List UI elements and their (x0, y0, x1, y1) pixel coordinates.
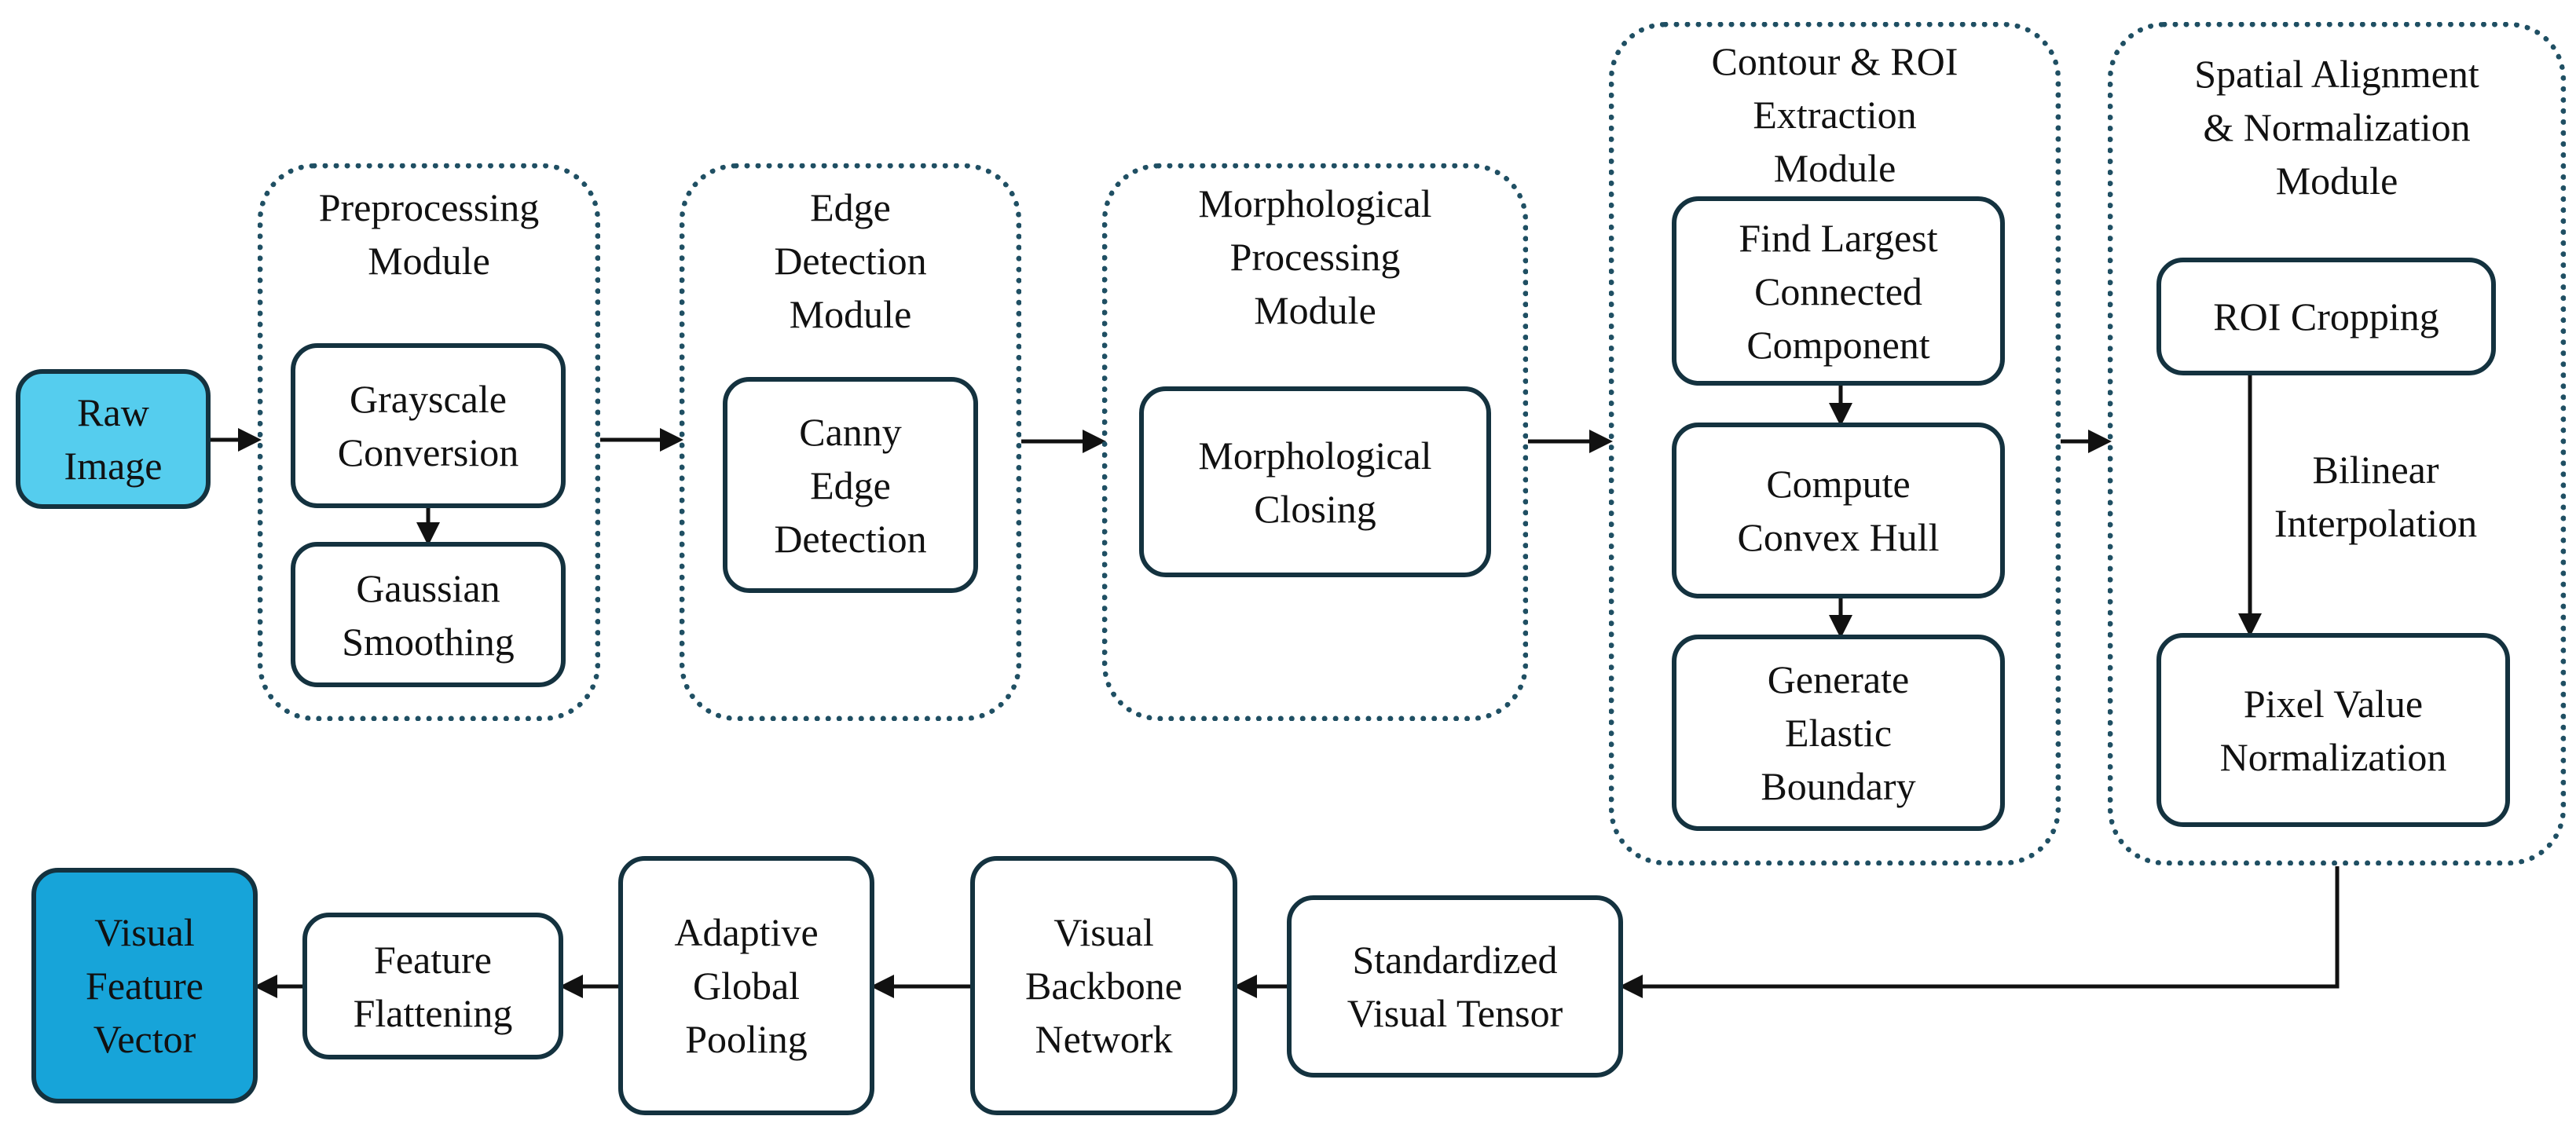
roi-cropping-node: ROI Cropping (2156, 258, 2496, 375)
bilinear-interpolation-label: Bilinear Interpolation (2274, 448, 2478, 545)
feature-flattening-node: Feature Flattening (302, 913, 563, 1059)
gaussian-smoothing-label: Gaussian Smoothing (342, 565, 515, 664)
contour-roi-extraction-module (1609, 22, 2061, 865)
spatial-alignment-module (2108, 22, 2566, 865)
generate-elastic-boundary-node: Generate Elastic Boundary (1672, 635, 2005, 831)
visual-backbone-network-node: Visual Backbone Network (970, 856, 1237, 1115)
edge-detection-module-title: Edge Detection Module (774, 185, 927, 336)
contour-roi-extraction-module-title: Contour & ROI Extraction Module (1711, 39, 1959, 190)
compute-convex-hull-node: Compute Convex Hull (1672, 423, 2005, 598)
standardized-visual-tensor-node: Standardized Visual Tensor (1287, 895, 1623, 1078)
preprocessing-module (258, 163, 600, 721)
raw-image-label: Raw Image (64, 390, 163, 488)
gaussian-smoothing-node: Gaussian Smoothing (291, 542, 566, 687)
feature-flattening-label: Feature Flattening (353, 937, 513, 1035)
morphological-closing-node: Morphological Closing (1139, 386, 1491, 577)
morphological-processing-module-title: Morphological Processing Module (1198, 181, 1432, 332)
pixel-value-normalization-label: Pixel Value Normalization (2219, 681, 2447, 779)
edge-detection-module (680, 163, 1021, 721)
grayscale-conversion-label: Grayscale Conversion (337, 377, 519, 474)
find-largest-component-label: Find Largest Connected Component (1739, 215, 1938, 367)
standardized-visual-tensor-label: Standardized Visual Tensor (1347, 938, 1563, 1035)
find-largest-component-node: Find Largest Connected Component (1672, 196, 2005, 386)
canny-edge-detection-label: Canny Edge Detection (774, 409, 927, 561)
visual-feature-vector-label: Visual Feature Vector (86, 910, 203, 1061)
raw-image-node: Raw Image (16, 369, 211, 509)
visual-feature-vector-node: Visual Feature Vector (31, 868, 258, 1103)
adaptive-global-pooling-label: Adaptive Global Pooling (674, 910, 819, 1061)
preprocessing-module-title: Preprocessing Module (318, 185, 540, 283)
canny-edge-detection-node: Canny Edge Detection (723, 377, 978, 593)
roi-cropping-label: ROI Cropping (2213, 295, 2439, 338)
generate-elastic-boundary-label: Generate Elastic Boundary (1761, 657, 1916, 808)
visual-backbone-network-label: Visual Backbone Network (1025, 910, 1182, 1061)
grayscale-conversion-node: Grayscale Conversion (291, 343, 566, 508)
morphological-closing-label: Morphological Closing (1198, 433, 1432, 531)
morphological-processing-module (1102, 163, 1528, 721)
pixel-value-normalization-node: Pixel Value Normalization (2156, 633, 2510, 827)
adaptive-global-pooling-node: Adaptive Global Pooling (618, 856, 874, 1115)
spatial-alignment-module-title: Spatial Alignment & Normalization Module (2194, 52, 2479, 203)
compute-convex-hull-label: Compute Convex Hull (1737, 462, 1940, 559)
arrow-normalization-to-tensor (1619, 866, 2340, 998)
